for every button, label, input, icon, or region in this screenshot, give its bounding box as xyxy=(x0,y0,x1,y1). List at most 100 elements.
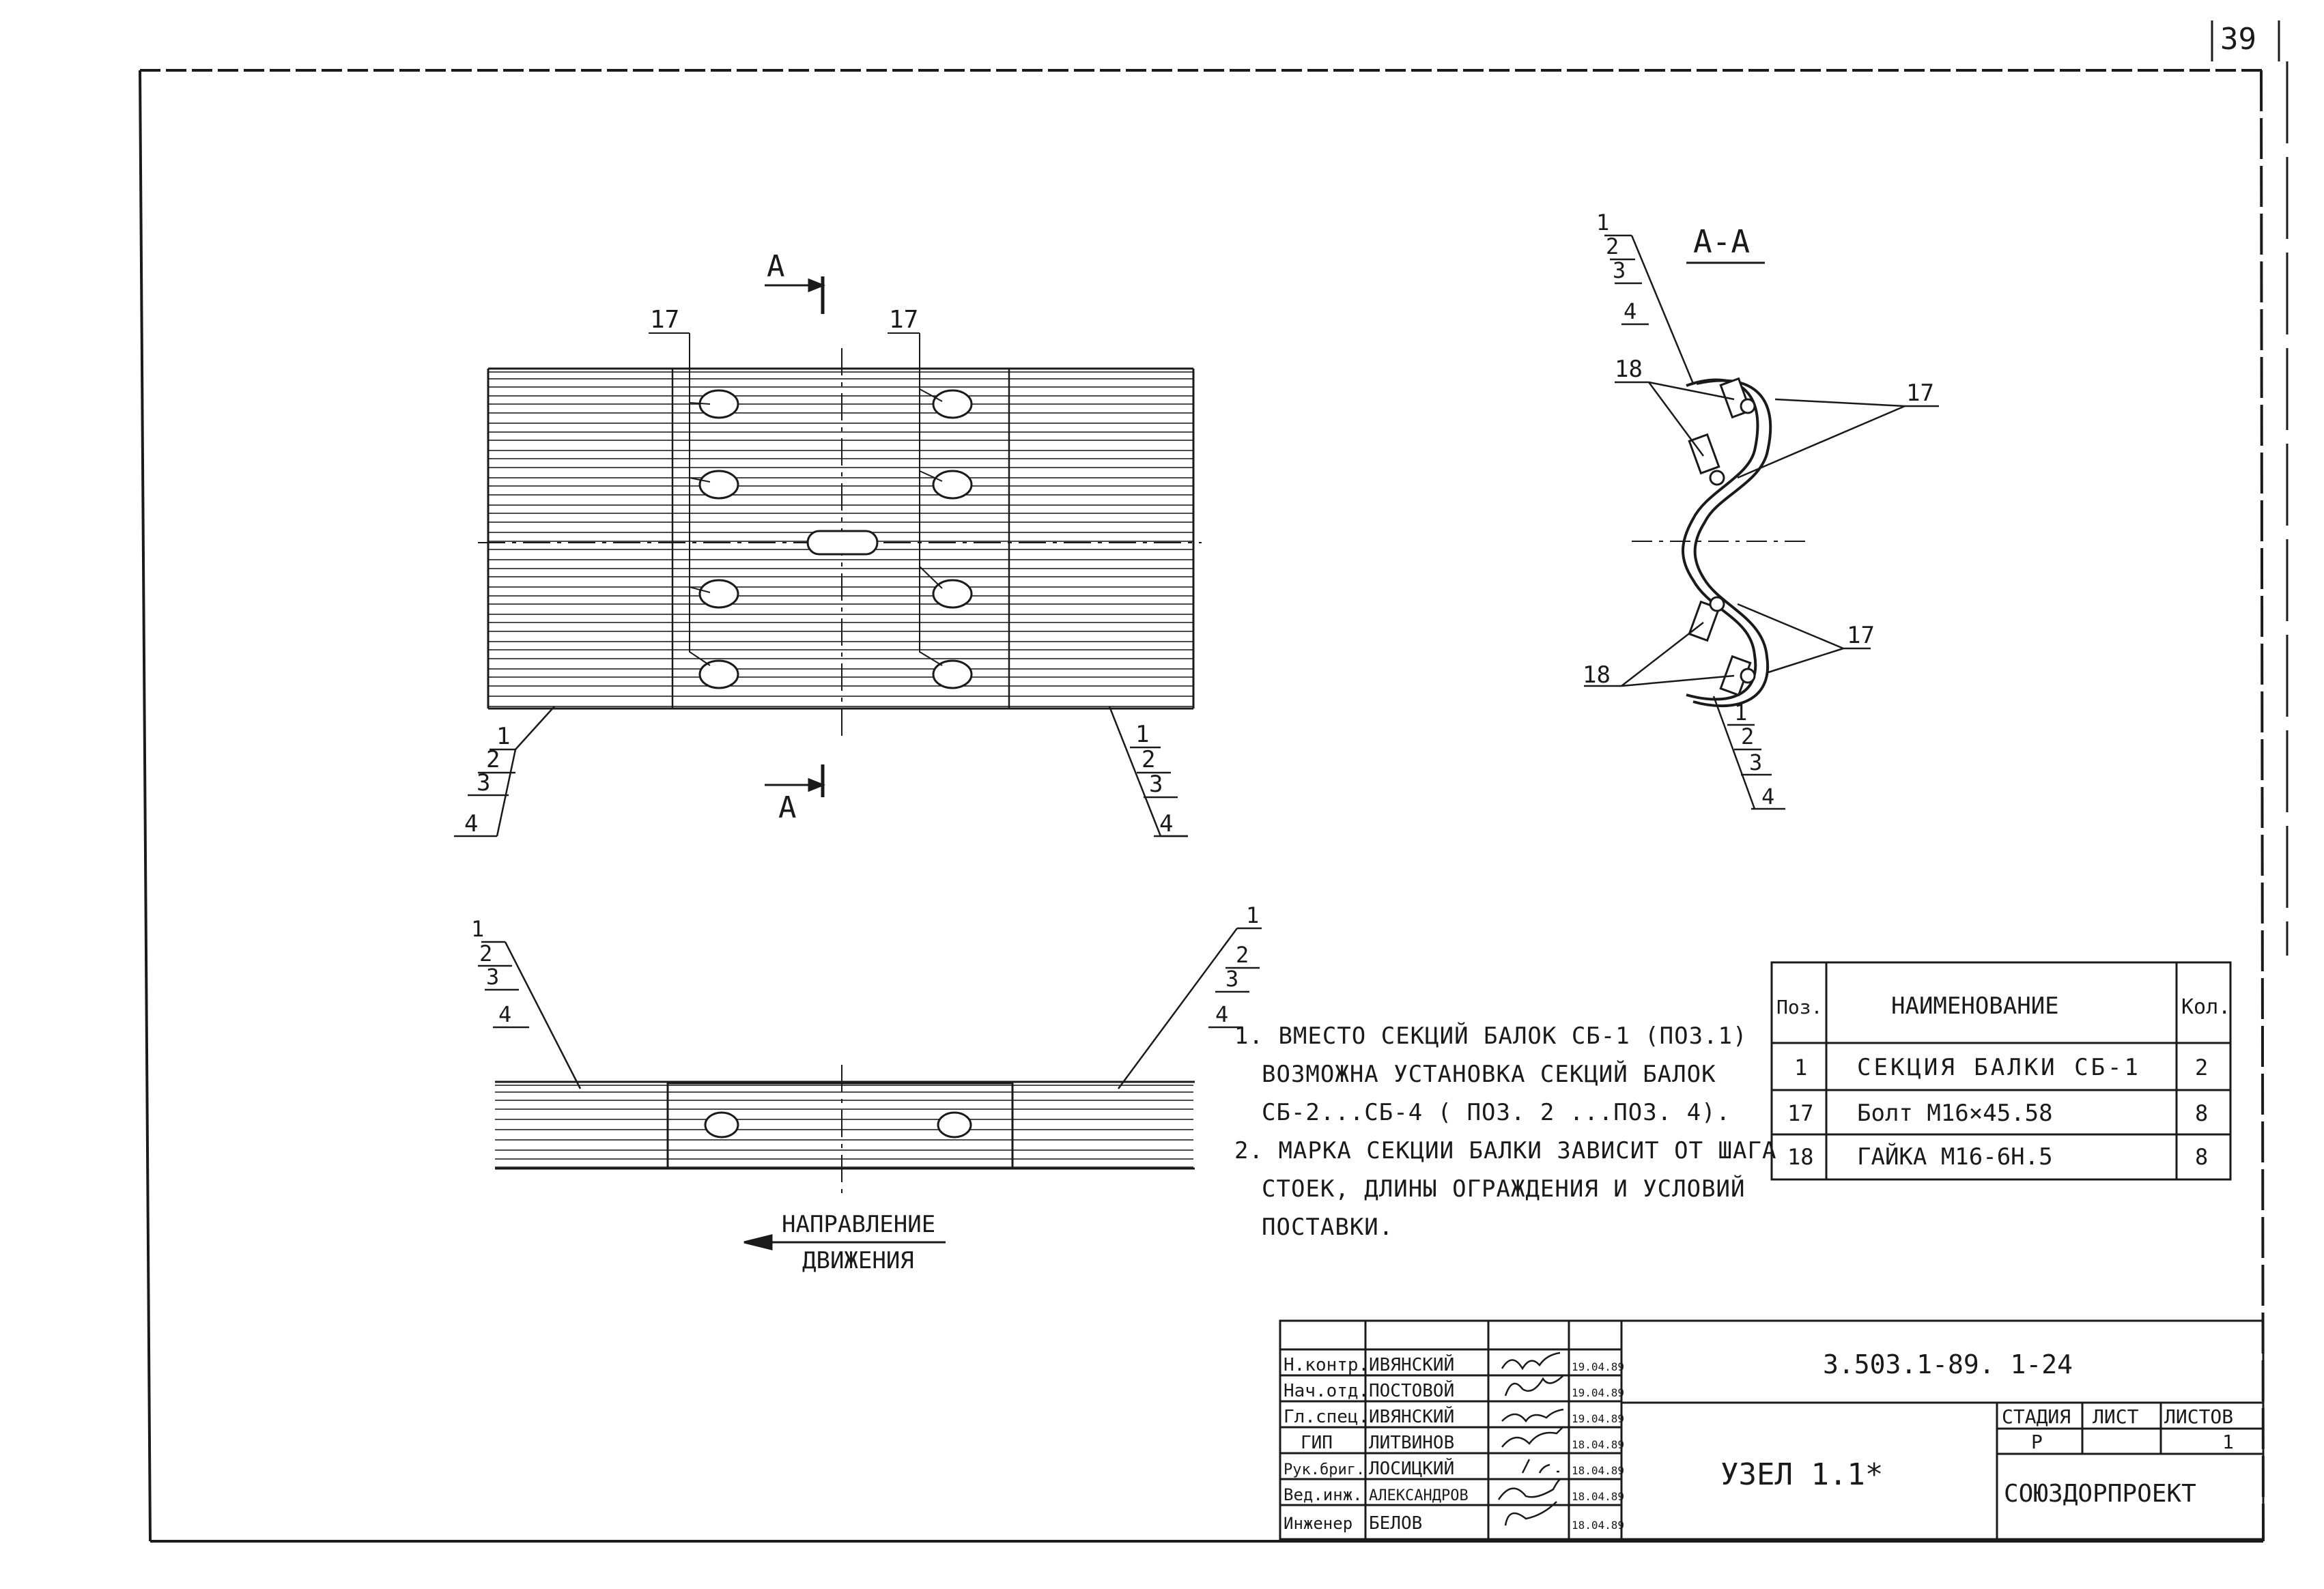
plan-layer-callout-right xyxy=(1108,706,1188,838)
note-line-5: стоек, длины ограждения и условий xyxy=(1262,1175,1746,1203)
bolt-label-right: 17 xyxy=(889,306,918,334)
section-layer-top-4: 4 xyxy=(1624,298,1636,324)
spec-table xyxy=(1770,961,2232,1181)
bolt-leaders xyxy=(649,332,943,666)
organization-name: Союздорпроект xyxy=(2004,1480,2196,1508)
sheets-label: Листов xyxy=(2164,1405,2233,1428)
side-layer-right-2: 2 xyxy=(1236,942,1249,968)
side-layer-left-1: 1 xyxy=(471,916,484,942)
sig-date-2: 19.04.89 xyxy=(1572,1386,1624,1399)
side-view: 1 2 3 4 1 2 3 4 Направление движения xyxy=(471,902,1262,1274)
sig-name-1: Ивянский xyxy=(1369,1354,1454,1375)
section-layer-callout-top xyxy=(1604,234,1695,384)
direction-label-line2: движения xyxy=(802,1247,914,1274)
stage-label: Стадия xyxy=(2002,1405,2071,1428)
plan-layer-left-2: 2 xyxy=(486,746,500,773)
section-layer-bottom-3: 3 xyxy=(1749,749,1762,775)
plan-layer-right-2: 2 xyxy=(1142,746,1155,773)
direction-arrow xyxy=(743,1234,946,1250)
section-leaders xyxy=(1584,381,1939,687)
sheet-frame xyxy=(139,61,2288,1543)
sheets-value: 1 xyxy=(2222,1431,2234,1453)
sig-role-4: ГИП xyxy=(1301,1433,1333,1453)
sig-name-7: Белов xyxy=(1369,1513,1422,1534)
side-beam-outline xyxy=(495,1065,1195,1198)
section-view: А-А 1 2 3 4 xyxy=(1583,210,1939,810)
plan-layer-right-3: 3 xyxy=(1149,771,1163,798)
spec-row-2-qty: 8 xyxy=(2195,1100,2208,1126)
spec-row-1-qty: 2 xyxy=(2195,1055,2208,1080)
note-line-4: 2. Марка секции балки зависит от шага xyxy=(1234,1137,1777,1164)
side-bolt-heads xyxy=(704,1111,972,1139)
sig-date-1: 19.04.89 xyxy=(1572,1360,1624,1373)
spec-header-pos: Поз. xyxy=(1776,996,1822,1018)
note-line-3: СБ-2...СБ-4 ( поз. 2 ...поз. 4). xyxy=(1262,1099,1731,1126)
section-mark-top-label: А xyxy=(767,249,785,284)
sheet-label: Лист xyxy=(2093,1405,2139,1428)
sig-role-3: Гл.спец. xyxy=(1284,1407,1369,1427)
side-layer-right-3: 3 xyxy=(1225,966,1238,992)
plan-beam-outline xyxy=(478,348,1202,741)
plan-beam-hatching xyxy=(488,371,1193,707)
sig-role-6: Вед.инж. xyxy=(1284,1485,1363,1504)
spec-row-2-pos: 17 xyxy=(1787,1100,1814,1126)
section-bolt-label-bottom: 17 xyxy=(1847,622,1875,649)
plan-layer-right-4: 4 xyxy=(1159,810,1173,838)
spec-header-qty: Кол. xyxy=(2181,995,2230,1019)
section-bolt-label-top: 17 xyxy=(1906,380,1934,407)
note-line-2: возможна установка секций балок xyxy=(1262,1061,1716,1088)
spec-row-3-qty: 8 xyxy=(2195,1144,2208,1170)
slot-hole xyxy=(806,530,879,556)
sig-name-4: Литвинов xyxy=(1369,1433,1454,1453)
section-layer-top-1: 1 xyxy=(1596,210,1609,235)
stage-value: Р xyxy=(2031,1431,2043,1453)
side-layer-callout-right xyxy=(1117,927,1262,1089)
sig-role-5: Рук.бриг. xyxy=(1284,1461,1365,1478)
section-profile xyxy=(1682,378,1772,708)
bolt-heads xyxy=(698,389,973,689)
section-layer-bottom-2: 2 xyxy=(1741,724,1754,749)
sig-name-3: Ивянский xyxy=(1369,1405,1454,1427)
section-nut-label-top: 18 xyxy=(1615,356,1643,383)
spec-row-3-name: Гайка М16-6Н.5 xyxy=(1857,1143,2053,1171)
plan-layer-left-3: 3 xyxy=(477,769,490,797)
spec-row-1-pos: 1 xyxy=(1794,1055,1807,1080)
sig-date-7: 18.04.89 xyxy=(1572,1519,1624,1532)
section-mark-bottom xyxy=(765,764,826,797)
direction-label-line1: Направление xyxy=(782,1211,935,1238)
sig-role-7: Инженер xyxy=(1284,1514,1352,1533)
signature-rows: Н.контр. Ивянский 19.04.89 Нач.отд. Пост… xyxy=(1284,1354,1624,1534)
sig-date-3: 19.04.89 xyxy=(1572,1412,1624,1425)
section-nut-label-bottom: 18 xyxy=(1583,661,1611,689)
side-layer-right-1: 1 xyxy=(1246,902,1259,928)
side-layer-left-3: 3 xyxy=(486,964,499,990)
sig-date-6: 18.04.89 xyxy=(1572,1490,1624,1503)
note-line-1: 1. Вместо секций балок СБ-1 (поз.1) xyxy=(1234,1022,1748,1050)
section-mark-top xyxy=(765,276,826,314)
sig-date-5: 18.04.89 xyxy=(1572,1464,1624,1477)
sheet-number: 39 xyxy=(2220,22,2256,57)
spec-row-3-pos: 18 xyxy=(1787,1144,1814,1170)
plan-layer-right-1: 1 xyxy=(1135,721,1149,748)
general-notes: 1. Вместо секций балок СБ-1 (поз.1) возм… xyxy=(1234,1017,1777,1246)
section-bolts xyxy=(1688,377,1756,697)
sig-name-5: Лосицкий xyxy=(1369,1457,1454,1479)
bolt-label-left: 17 xyxy=(650,306,679,334)
side-layer-callout-left xyxy=(478,941,582,1089)
plan-layer-left-1: 1 xyxy=(496,723,510,750)
section-mark-bottom-label: А xyxy=(778,790,797,825)
spec-row-2-name: Болт М16×45.58 xyxy=(1857,1100,2053,1127)
drawing-title: Узел 1.1* xyxy=(1720,1457,1883,1492)
sig-role-2: Нач.отд. xyxy=(1284,1381,1369,1401)
title-block-grid xyxy=(1279,1319,2265,1541)
side-layer-left-2: 2 xyxy=(479,941,492,967)
section-title: А-А xyxy=(1693,223,1750,260)
sig-date-4: 18.04.89 xyxy=(1572,1438,1624,1451)
section-layer-bottom-4: 4 xyxy=(1761,784,1774,810)
handwritten-signatures xyxy=(1497,1351,1564,1526)
sig-role-1: Н.контр. xyxy=(1284,1355,1369,1375)
side-layer-right-4: 4 xyxy=(1215,1001,1228,1027)
section-layer-callout-bottom xyxy=(1712,696,1785,810)
plan-view: 17 17 А А 1 2 3 4 xyxy=(454,249,1202,838)
